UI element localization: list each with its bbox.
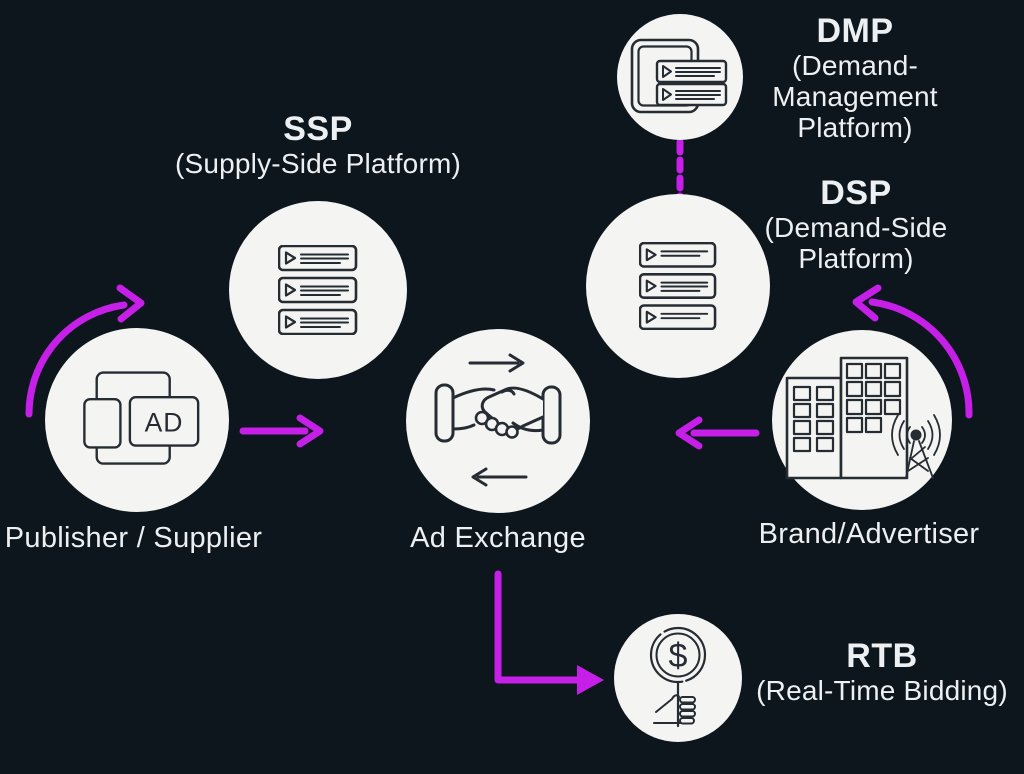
auction-paddle-dollar-icon: $ (649, 626, 707, 728)
rtb-node: $ (614, 614, 742, 742)
dsp-desc-line1: (Demand-Side (764, 212, 948, 243)
rtb-abbr: RTB (846, 637, 918, 675)
dollar-icon-text: $ (669, 637, 688, 675)
brand-node (772, 330, 952, 510)
brand-label: Brand/Advertiser (758, 518, 980, 550)
adexchange-to-rtb-elbow-arrow (494, 570, 604, 695)
ad-icon-text: AD (145, 407, 184, 437)
dmp-desc-line1: (Demand- (791, 50, 919, 81)
ssp-desc: (Supply-Side Platform) (174, 148, 462, 179)
publisher-node: AD (45, 328, 229, 512)
rtb-desc: (Real-Time Bidding) (756, 675, 1008, 706)
ad-exchange-label: Ad Exchange (410, 522, 586, 554)
playlist-rows-icon (639, 242, 717, 330)
dsp-abbr: DSP (820, 174, 892, 212)
publisher-to-adexchange-arrow (239, 414, 324, 448)
dmp-title: DMP (Demand- Management Platform) (735, 12, 975, 143)
dsp-desc-line2: Platform) (798, 243, 914, 274)
dmp-abbr: DMP (816, 12, 894, 50)
handshake-exchange-icon (434, 353, 562, 487)
dmp-desc-line2: Management (772, 81, 938, 112)
ad-placements-icon: AD (83, 371, 200, 465)
publisher-label: Publisher / Supplier (4, 522, 263, 554)
ssp-node (229, 201, 407, 379)
dsp-node (586, 194, 770, 378)
buildings-antenna-icon (785, 356, 941, 480)
dmp-node (617, 14, 743, 140)
tablet-playlist-icon (630, 38, 728, 114)
ad-exchange-node (406, 329, 590, 513)
ssp-abbr: SSP (283, 110, 353, 148)
dmp-desc-line3: Platform) (797, 112, 913, 143)
playlist-rows-icon (278, 245, 358, 335)
dsp-title: DSP (Demand-Side Platform) (736, 174, 976, 274)
ssp-title: SSP (Supply-Side Platform) (98, 110, 538, 179)
rtb-title: RTB (Real-Time Bidding) (732, 637, 1024, 706)
antenna-waves (891, 414, 941, 479)
publisher-to-ssp-curved-arrow (25, 284, 145, 418)
brand-to-adexchange-arrow (675, 416, 760, 450)
brand-to-dsp-curved-arrow (852, 284, 973, 419)
